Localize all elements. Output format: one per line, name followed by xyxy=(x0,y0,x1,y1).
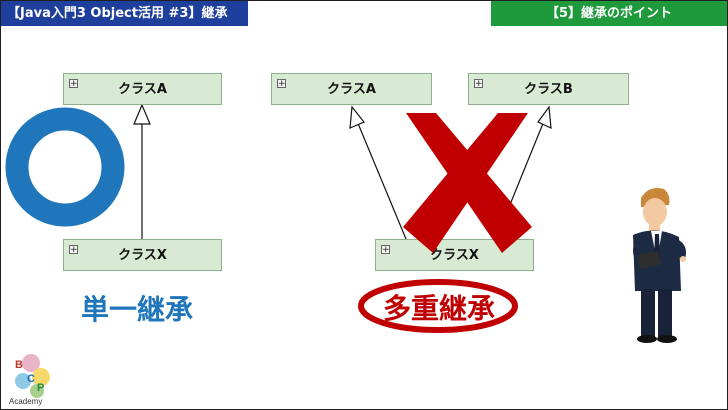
expand-toggle-icon[interactable]: + xyxy=(69,79,78,89)
page-title: 【Java入門3 Object活用 #3】継承 xyxy=(1,1,248,26)
expand-toggle-icon[interactable]: + xyxy=(381,245,390,255)
correct-circle-mark xyxy=(5,107,125,227)
single-inheritance-arrowhead xyxy=(133,103,151,125)
multiple-inheritance-label: 多重継承 xyxy=(383,292,496,325)
section-title: 【5】継承のポイント xyxy=(491,1,727,26)
class-name: クラスA xyxy=(118,82,167,97)
single-inheritance-label: 単一継承 xyxy=(81,293,194,326)
svg-text:C: C xyxy=(27,373,35,385)
businessman-figure xyxy=(633,188,686,343)
class-box-multi-parent-b: + クラスB xyxy=(468,73,629,105)
expand-toggle-icon[interactable]: + xyxy=(69,245,78,255)
class-name: クラスB xyxy=(524,82,573,97)
class-name: クラスA xyxy=(327,82,376,97)
svg-text:P: P xyxy=(37,382,44,394)
multi-inheritance-arrowhead-b xyxy=(537,105,552,129)
class-box-single-parent-a: + クラスA xyxy=(63,73,222,105)
wrong-cross-mark xyxy=(403,113,532,253)
svg-text:B: B xyxy=(15,359,23,371)
multi-inheritance-arrowhead-a xyxy=(349,105,365,129)
class-name: クラスX xyxy=(118,248,167,263)
class-name: クラスX xyxy=(430,248,479,263)
expand-toggle-icon[interactable]: + xyxy=(474,79,483,89)
expand-toggle-icon[interactable]: + xyxy=(277,79,286,89)
class-box-single-child-x: + クラスX xyxy=(63,239,222,271)
multi-label-ellipse xyxy=(358,279,518,333)
multi-inheritance-line-a xyxy=(356,120,407,240)
class-box-multi-parent-a: + クラスA xyxy=(271,73,432,105)
svg-text:Academy: Academy xyxy=(9,397,42,406)
